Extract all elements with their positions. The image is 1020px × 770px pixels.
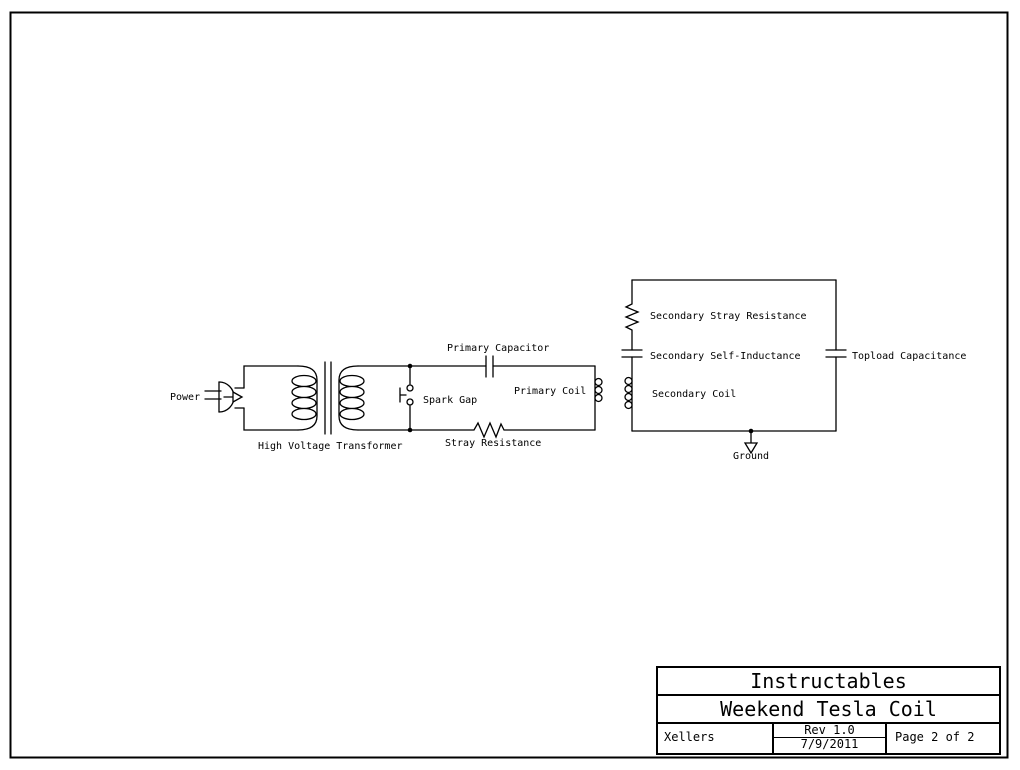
primary-coil-symbol xyxy=(594,377,603,403)
power-plug-icon xyxy=(204,381,244,413)
secondary-circuit xyxy=(621,279,847,455)
spark-gap-symbol xyxy=(399,363,414,433)
title-block-date: 7/9/2011 xyxy=(800,737,859,751)
ground-symbol xyxy=(743,428,759,455)
sheet-border xyxy=(9,11,1009,759)
primary-capacitor-label: Primary Capacitor xyxy=(447,343,550,354)
primary-coil-label: Primary Coil xyxy=(514,386,587,397)
secondary-stray-resistance-symbol xyxy=(624,279,640,432)
title-block-page-number: Page 2 of 2 xyxy=(895,730,975,744)
transformer-core-lines xyxy=(324,361,332,435)
high-voltage-transformer-label: High Voltage Transformer xyxy=(258,441,403,452)
spark-gap-label: Spark Gap xyxy=(423,395,478,406)
stray-resistance-symbol xyxy=(357,421,596,439)
primary-tank-wires xyxy=(357,365,596,439)
secondary-self-inductance-symbol xyxy=(621,349,643,358)
power-label: Power xyxy=(170,392,201,403)
title-block-author: Xellers xyxy=(658,724,774,753)
primary-capacitor-symbol xyxy=(485,355,494,378)
secondary-coil-symbol xyxy=(624,376,633,410)
title-block: Instructables Weekend Tesla Coil Xellers… xyxy=(656,666,1001,755)
title-block-rev-date-cell: Rev 1.0 7/9/2011 xyxy=(774,724,887,753)
title-block-info-row: Xellers Rev 1.0 7/9/2011 Page 2 of 2 xyxy=(658,724,999,753)
secondary-coil-label: Secondary Coil xyxy=(652,389,737,400)
secondary-self-inductance-label: Secondary Self-Inductance xyxy=(650,351,801,362)
topload-capacitance-label: Topload Capacitance xyxy=(852,351,967,362)
title-block-drawing-title: Weekend Tesla Coil xyxy=(658,696,999,724)
transformer-symbol xyxy=(291,361,365,435)
junction-dot xyxy=(407,363,413,369)
title-block-organization: Instructables xyxy=(658,668,999,696)
secondary-stray-resistance-label: Secondary Stray Resistance xyxy=(650,311,807,322)
primary-supply-loop xyxy=(234,365,299,431)
junction-dot xyxy=(407,427,413,433)
title-block-revision: Rev 1.0 xyxy=(774,724,885,738)
stray-resistance-label: Stray Resistance xyxy=(445,438,542,449)
ground-label: Ground xyxy=(732,451,770,462)
topload-capacitance-symbol xyxy=(825,349,847,358)
